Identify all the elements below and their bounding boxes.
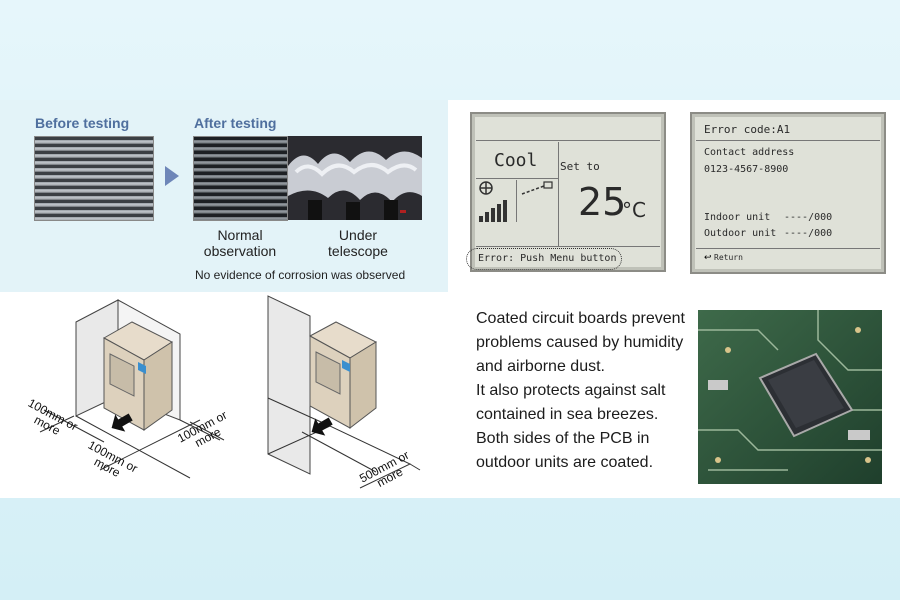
mode-text: Cool (494, 150, 538, 171)
corrosion-test-section: Before testing After testing Normal obse… (0, 100, 448, 292)
temperature-value: 25 (578, 180, 627, 224)
outdoor-unit-value: ----/000 (784, 228, 833, 239)
return-label: Return (714, 253, 743, 262)
error-message: Error: Push Menu button (478, 253, 617, 264)
corrosion-note: No evidence of corrosion was observed (195, 268, 406, 282)
pcb-photo (698, 310, 882, 484)
pcb-line: Both sides of the PCB in (476, 430, 650, 447)
indoor-unit-value: ----/000 (784, 212, 833, 223)
normal-observation-caption: Normal observation (203, 227, 277, 259)
coil-before-image (34, 136, 154, 221)
contact-phone: 0123-4567-8900 (704, 164, 789, 175)
pcb-line: outdoor units are coated. (476, 454, 654, 471)
fan-speed-bars-icon (479, 200, 507, 222)
under-telescope-caption: Under telescope (328, 227, 388, 259)
error-code-title: Error code:A1 (704, 123, 791, 136)
set-to-label: Set to (560, 160, 600, 173)
coil-after-normal-image (193, 136, 288, 221)
arrow-right-icon (165, 166, 179, 186)
return-icon: ↩ (704, 252, 712, 262)
outdoor-unit-label: Outdoor unit (704, 228, 777, 239)
coil-telescope-image (288, 136, 422, 220)
pcb-line: Coated circuit boards prevent (476, 310, 685, 327)
pcb-line: and airborne dust. (476, 358, 605, 375)
contact-address-label: Contact address (704, 147, 795, 158)
pcb-line: contained in sea breezes. (476, 406, 659, 423)
error-code-display: Error code:A1 Contact address 0123-4567-… (690, 112, 886, 274)
error-highlight-outline (466, 248, 622, 270)
pcb-line: It also protects against salt (476, 382, 666, 399)
before-testing-label: Before testing (35, 115, 130, 131)
temperature-unit: °C (622, 198, 646, 222)
after-testing-label: After testing (194, 115, 277, 131)
fan-icon (479, 181, 493, 195)
indoor-unit-label: Indoor unit (704, 212, 771, 223)
pcb-description: Coated circuit boards prevent problems c… (476, 307, 690, 475)
pcb-line: problems caused by humidity (476, 334, 684, 351)
louver-icon (521, 181, 553, 195)
remote-controller-display: Cool Set to 25 °C Error: Push Menu butto… (466, 112, 666, 272)
installation-clearance-diagram (39, 295, 421, 489)
